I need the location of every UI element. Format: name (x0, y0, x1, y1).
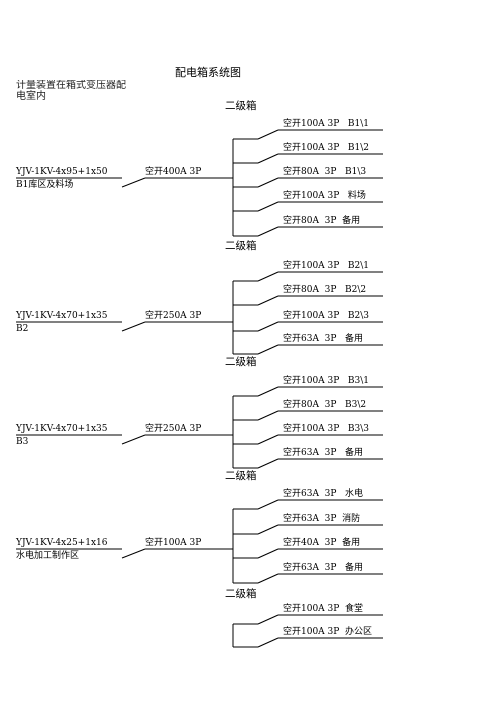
branch-breaker-switch (257, 548, 279, 559)
branch-breaker-label: 空开100A 3P B1\1 (283, 119, 370, 129)
branch-breaker-switch (257, 201, 279, 212)
main-breaker-switch (121, 548, 146, 559)
feeder-cable-spec: YJV-1KV-4x25+1x16 (16, 538, 108, 548)
branch-breaker-label: 空开100A 3P B1\2 (283, 143, 370, 153)
branch-breaker-switch (257, 344, 279, 355)
branch-breaker-switch (257, 458, 279, 469)
feeder-cable-spec: YJV-1KV-4x70+1x35 (16, 311, 108, 321)
secondary-box-label: 二级箱 (225, 100, 257, 112)
branch-breaker-switch (257, 637, 279, 648)
secondary-box-label: 二级箱 (225, 470, 257, 482)
branch-breaker-label: 空开63A 3P 备用 (283, 334, 364, 344)
branch-breaker-label: 空开100A 3P B3\3 (283, 424, 370, 434)
branch-breaker-label: 空开100A 3P 料场 (283, 191, 366, 201)
branch-breaker-switch (257, 129, 279, 140)
branch-breaker-switch (257, 177, 279, 188)
branch-breaker-label: 空开100A 3P 食堂 (283, 604, 364, 614)
feeder-cable-spec: YJV-1KV-4x95+1x50 (16, 167, 108, 177)
branch-breaker-label: 空开100A 3P B2\3 (283, 311, 370, 321)
branch-breaker-label: 空开63A 3P 消防 (283, 514, 361, 524)
branch-breaker-switch (257, 524, 279, 535)
diagram-title: 配电箱系统图 (175, 66, 241, 79)
main-breaker-label: 空开400A 3P (145, 167, 202, 177)
branch-breaker-label: 空开63A 3P 备用 (283, 563, 364, 573)
branch-breaker-switch (257, 386, 279, 397)
branch-breaker-label: 空开63A 3P 水电 (283, 489, 364, 499)
branch-breaker-switch (257, 410, 279, 421)
branch-breaker-label: 空开40A 3P 备用 (283, 538, 361, 548)
branch-breaker-label: 空开80A 3P B1\3 (283, 167, 367, 177)
main-breaker-label: 空开100A 3P (145, 538, 202, 548)
secondary-box-label: 二级箱 (225, 240, 257, 252)
branch-breaker-label: 空开80A 3P 备用 (283, 216, 361, 226)
main-breaker-switch (121, 321, 146, 332)
feeder-area-label: 水电加工制作区 (16, 551, 80, 561)
feeder-cable-spec: YJV-1KV-4x70+1x35 (16, 424, 108, 434)
branch-breaker-label: 空开80A 3P B3\2 (283, 400, 367, 410)
branch-breaker-label: 空开63A 3P 备用 (283, 448, 364, 458)
secondary-box-label: 二级箱 (225, 356, 257, 368)
main-breaker-label: 空开250A 3P (145, 424, 202, 434)
secondary-box-label: 二级箱 (225, 588, 257, 600)
branch-breaker-switch (257, 321, 279, 332)
branch-breaker-label: 空开80A 3P B2\2 (283, 285, 367, 295)
main-breaker-switch (121, 434, 146, 445)
feeder-area-label: B3 (16, 437, 29, 447)
main-breaker-label: 空开250A 3P (145, 311, 202, 321)
branch-breaker-switch (257, 434, 279, 445)
branch-breaker-switch (257, 226, 279, 237)
branch-breaker-label: 空开100A 3P B3\1 (283, 376, 370, 386)
branch-breaker-label: 空开100A 3P 办公区 (283, 627, 373, 637)
branch-breaker-switch (257, 573, 279, 584)
feeder-area-label: B2 (16, 324, 29, 334)
branch-breaker-switch (257, 271, 279, 282)
metering-note: 计量装置在箱式变压器配电室内 (16, 80, 126, 100)
branch-breaker-switch (257, 153, 279, 164)
feeder-area-label: B1库区及料场 (16, 180, 74, 190)
branch-breaker-switch (257, 499, 279, 510)
branch-breaker-switch (257, 295, 279, 306)
branch-breaker-label: 空开100A 3P B2\1 (283, 261, 370, 271)
main-breaker-switch (121, 177, 146, 188)
branch-breaker-switch (257, 614, 279, 625)
